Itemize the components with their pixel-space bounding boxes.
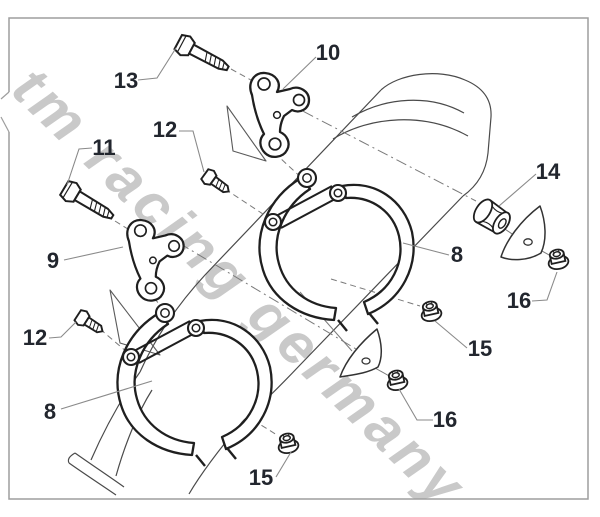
part-label-14: 14	[535, 159, 561, 184]
bolt-13	[172, 31, 234, 79]
part-label-15-upper: 15	[467, 336, 493, 361]
part-label-8-lower: 8	[43, 399, 57, 424]
part-label-11: 11	[92, 135, 116, 160]
clamp-upper	[258, 167, 415, 333]
part-label-16-right: 16	[506, 288, 532, 313]
bolt-12-upper	[199, 166, 235, 199]
part-label-12-lower: 12	[22, 325, 48, 350]
direction-arrow-upper	[226, 105, 267, 162]
gusset-middle	[339, 328, 382, 378]
nut-16-right	[545, 246, 571, 272]
gusset-right	[500, 205, 546, 261]
bushing-14	[472, 198, 511, 235]
bolt-11	[57, 177, 119, 227]
bolt-12-lower	[72, 307, 108, 339]
part-label-13: 13	[113, 68, 139, 93]
bracket-10	[249, 71, 311, 159]
part-label-8-upper: 8	[450, 242, 464, 267]
nut-15-lower	[275, 430, 301, 456]
part-label-15-lower: 15	[248, 465, 274, 490]
part-label-12-upper: 12	[152, 117, 178, 142]
part-label-9: 9	[46, 248, 60, 273]
part-label-10: 10	[315, 40, 341, 65]
part-label-16-middle: 16	[432, 407, 458, 432]
frame-border	[0, 17, 589, 500]
nut-15-upper	[418, 298, 444, 324]
leader-lines	[48, 47, 558, 478]
nut-16-middle	[384, 367, 410, 393]
bracket-9	[126, 218, 185, 302]
gusset-plates	[339, 205, 546, 378]
